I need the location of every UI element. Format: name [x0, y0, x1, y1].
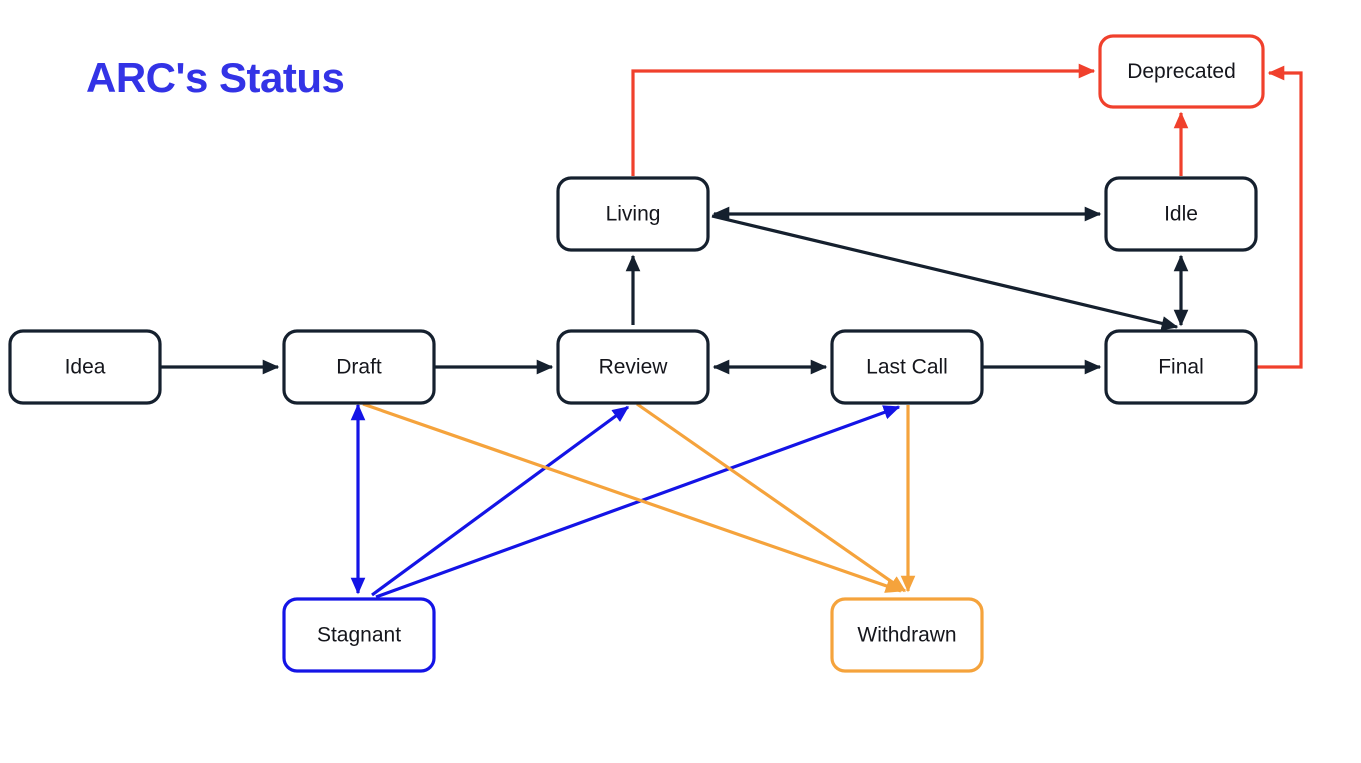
- node-label-final: Final: [1158, 356, 1204, 379]
- node-idea[interactable]: Idea: [8, 329, 162, 405]
- node-box-lastcall[interactable]: [830, 329, 984, 405]
- node-withdrawn[interactable]: Withdrawn: [830, 597, 984, 673]
- node-lastcall[interactable]: Last Call: [830, 329, 984, 405]
- node-label-draft: Draft: [336, 356, 382, 379]
- edge-final-deprecated: [1256, 65, 1303, 369]
- node-label-idea: Idea: [65, 356, 106, 379]
- node-box-idle[interactable]: [1104, 176, 1258, 252]
- edge-living-final: [711, 214, 1179, 331]
- node-living[interactable]: Living: [556, 176, 710, 252]
- edge-review-withdrawn: [636, 402, 907, 593]
- edge-draft-withdrawn: [362, 402, 903, 593]
- node-label-lastcall: Last Call: [866, 356, 948, 379]
- edges-layer: [160, 63, 1303, 599]
- node-box-draft[interactable]: [282, 329, 436, 405]
- page-title: ARC's Status: [86, 54, 345, 101]
- node-idle[interactable]: Idle: [1104, 176, 1258, 252]
- node-box-final[interactable]: [1104, 329, 1258, 405]
- edge-stagnant-lastcall: [375, 405, 901, 599]
- node-box-idea[interactable]: [8, 329, 162, 405]
- node-label-review: Review: [599, 356, 669, 379]
- node-box-review[interactable]: [556, 329, 710, 405]
- node-label-stagnant: Stagnant: [317, 624, 401, 647]
- node-box-deprecated[interactable]: [1098, 34, 1265, 109]
- edge-stagnant-review: [371, 405, 630, 597]
- node-stagnant[interactable]: Stagnant: [282, 597, 436, 673]
- node-deprecated[interactable]: Deprecated: [1098, 34, 1265, 109]
- edge-living-deprecated: [631, 63, 1096, 176]
- nodes-layer: Idea Draft Review Last Call Final Living Idle D…: [8, 34, 1265, 673]
- node-label-withdrawn: Withdrawn: [857, 624, 956, 647]
- node-label-idle: Idle: [1164, 203, 1198, 226]
- node-review[interactable]: Review: [556, 329, 710, 405]
- node-box-living[interactable]: [556, 176, 710, 252]
- node-label-deprecated: Deprecated: [1127, 60, 1236, 83]
- node-box-withdrawn[interactable]: [830, 597, 984, 673]
- node-draft[interactable]: Draft: [282, 329, 436, 405]
- node-label-living: Living: [606, 203, 661, 226]
- node-final[interactable]: Final: [1104, 329, 1258, 405]
- node-box-stagnant[interactable]: [282, 597, 436, 673]
